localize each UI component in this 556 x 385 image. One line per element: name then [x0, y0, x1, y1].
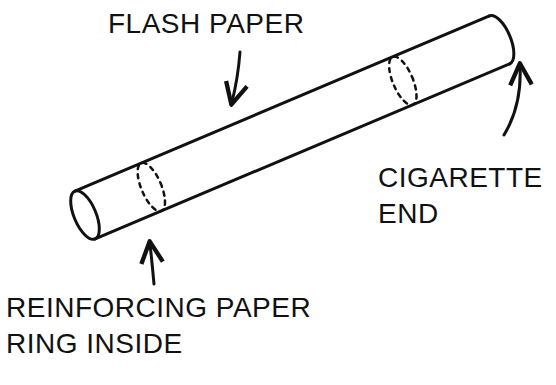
ring-arrow: [150, 244, 154, 284]
reinforcing-ring: [383, 53, 422, 109]
part-label: FLASH PAPER: [108, 6, 438, 42]
flash-paper-arrow: [232, 52, 240, 102]
part-label: REINFORCING PAPER RING INSIDE: [6, 290, 366, 363]
part-label: CIGARETTE END: [378, 160, 550, 233]
flash-paper-tube: [65, 12, 520, 244]
tube-bottom-edge: [95, 64, 510, 239]
reinforcing-ring: [132, 159, 171, 215]
cigarette-end-cap: [489, 12, 519, 64]
tube-open-end: [65, 187, 106, 243]
cigarette-end-arrow: [504, 66, 520, 135]
